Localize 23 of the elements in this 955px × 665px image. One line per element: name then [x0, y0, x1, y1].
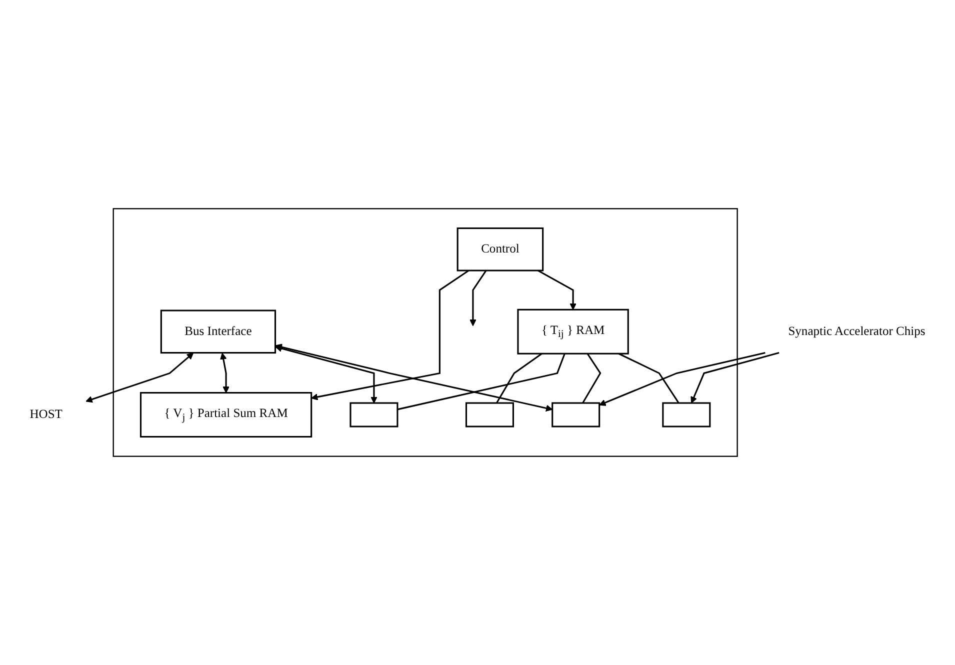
node-box — [350, 402, 398, 428]
cluster — [112, 208, 738, 457]
arrow — [275, 344, 553, 412]
arrow — [311, 270, 470, 400]
node-text: HOST — [30, 408, 62, 422]
arrow — [470, 270, 487, 326]
arrow — [599, 352, 766, 406]
connector — [618, 352, 680, 404]
node-text: Synaptic Accelerator Chips — [788, 324, 926, 338]
connector — [397, 353, 566, 410]
arrow — [86, 352, 194, 403]
node-box: { T$_{ij}$ } RAM — [517, 308, 629, 354]
node-box: Bus Interface — [160, 310, 276, 354]
node-box: Control — [456, 227, 544, 272]
node-box — [465, 402, 514, 428]
connector — [496, 353, 542, 404]
arrow — [538, 270, 576, 310]
arrow — [690, 352, 780, 404]
node-box — [662, 402, 711, 428]
node-box: { V$_{j}$ } Partial Sum RAM — [140, 392, 312, 438]
node-box — [552, 402, 600, 428]
arrow — [220, 352, 230, 394]
arrow — [275, 345, 378, 404]
